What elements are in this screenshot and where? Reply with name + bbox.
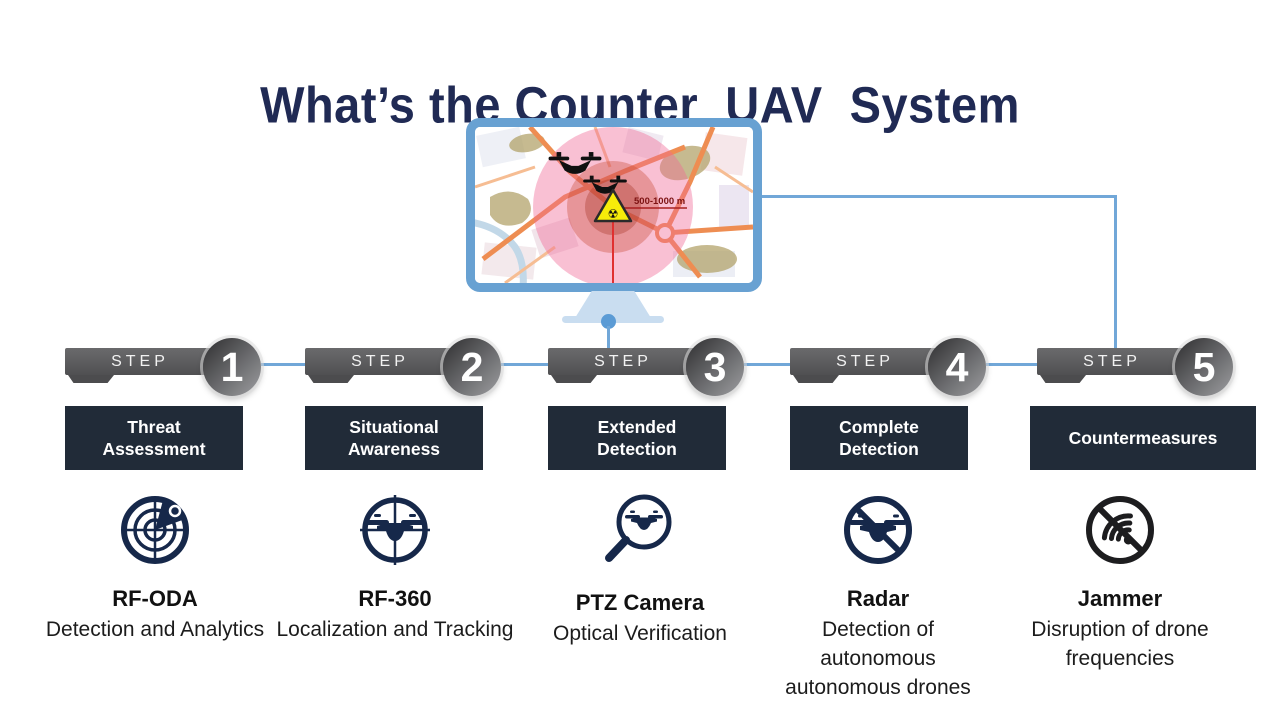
radiation-glyph: ☢ bbox=[608, 207, 619, 221]
drone-detection-map: 500-1000 m ☢ bbox=[475, 127, 753, 283]
step-number-badge: 4 bbox=[928, 338, 986, 396]
radar-icon bbox=[117, 492, 193, 568]
range-label: 500-1000 m bbox=[634, 196, 685, 207]
connector-monitor-to-step3 bbox=[607, 326, 610, 350]
step-banner-2: STEP 2 bbox=[305, 337, 515, 399]
no-wifi-icon bbox=[1082, 492, 1158, 568]
phase-title-box-5: Countermeasures bbox=[1030, 406, 1256, 470]
phase-title-line: Countermeasures bbox=[1068, 428, 1218, 448]
phase-title-box-1: Threat Assessment bbox=[65, 406, 243, 470]
step-banner-4: STEP 4 bbox=[790, 337, 1000, 399]
step-label: STEP bbox=[1083, 353, 1141, 370]
drone-crosshair-icon bbox=[357, 492, 433, 568]
product-description: Localization and Tracking bbox=[276, 618, 514, 641]
phase-title-line: Threat bbox=[127, 417, 181, 437]
step-banner-3: STEP 3 bbox=[548, 337, 758, 399]
product-name-rf-oda: RF-ODA bbox=[112, 586, 198, 611]
phase-title-line: Extended bbox=[597, 417, 677, 437]
phase-title-line: Complete bbox=[839, 417, 919, 437]
step-number-badge: 3 bbox=[686, 338, 744, 396]
product-description: Detection and Analytics bbox=[45, 618, 265, 641]
map-minor-roads bbox=[475, 127, 753, 283]
phase-title-line: Assessment bbox=[102, 439, 206, 459]
phase-title-box-2: Situational Awareness bbox=[305, 406, 483, 470]
step-label: STEP bbox=[594, 353, 652, 370]
step-label: STEP bbox=[351, 353, 409, 370]
connector-step1-step2 bbox=[261, 363, 306, 366]
product-description: Detection of autonomous autonomous drone… bbox=[785, 618, 971, 699]
connector-dot bbox=[601, 314, 616, 329]
step-number-badge: 5 bbox=[1175, 338, 1233, 396]
no-drone-icon bbox=[840, 492, 916, 568]
connector-step2-step3 bbox=[501, 363, 549, 366]
step-number-badge: 2 bbox=[443, 338, 501, 396]
step-banner-1: STEP 1 bbox=[65, 337, 275, 399]
connector-step4-step5 bbox=[986, 363, 1038, 366]
product-name-ptz-camera: PTZ Camera bbox=[575, 590, 705, 615]
phase-title-box-4: Complete Detection bbox=[790, 406, 968, 470]
phase-title-line: Awareness bbox=[347, 439, 441, 459]
monitor-stand-neck bbox=[575, 291, 651, 318]
product-name-jammer: Jammer bbox=[1077, 586, 1163, 611]
phase-title-line: Detection bbox=[839, 439, 919, 459]
product-description: Optical Verification bbox=[553, 622, 727, 645]
product-name-rf-360: RF-360 bbox=[358, 586, 432, 611]
connector-step3-step4 bbox=[744, 363, 791, 366]
map-roundabout bbox=[655, 223, 675, 243]
warning-triangle-icon bbox=[593, 188, 633, 223]
step-label: STEP bbox=[836, 353, 894, 370]
page-title: What’s the Counter UAV System bbox=[260, 76, 1020, 134]
magnifier-drone-icon bbox=[602, 492, 678, 568]
map-river bbox=[475, 219, 527, 283]
product-name-radar: Radar bbox=[846, 586, 910, 611]
phase-title-box-3: Extended Detection bbox=[548, 406, 726, 470]
product-description: Disruption of drone frequencies bbox=[1031, 618, 1209, 670]
step-banner-5: STEP 5 bbox=[1037, 337, 1247, 399]
phase-title-line: Detection bbox=[597, 439, 677, 459]
connector-right-to-step5 bbox=[1114, 195, 1117, 348]
step-number-badge: 1 bbox=[203, 338, 261, 396]
phase-title-line: Situational bbox=[349, 417, 439, 437]
monitor-screen: 500-1000 m ☢ bbox=[466, 118, 762, 292]
step-label: STEP bbox=[111, 353, 169, 370]
connector-monitor-to-right bbox=[762, 195, 1117, 198]
